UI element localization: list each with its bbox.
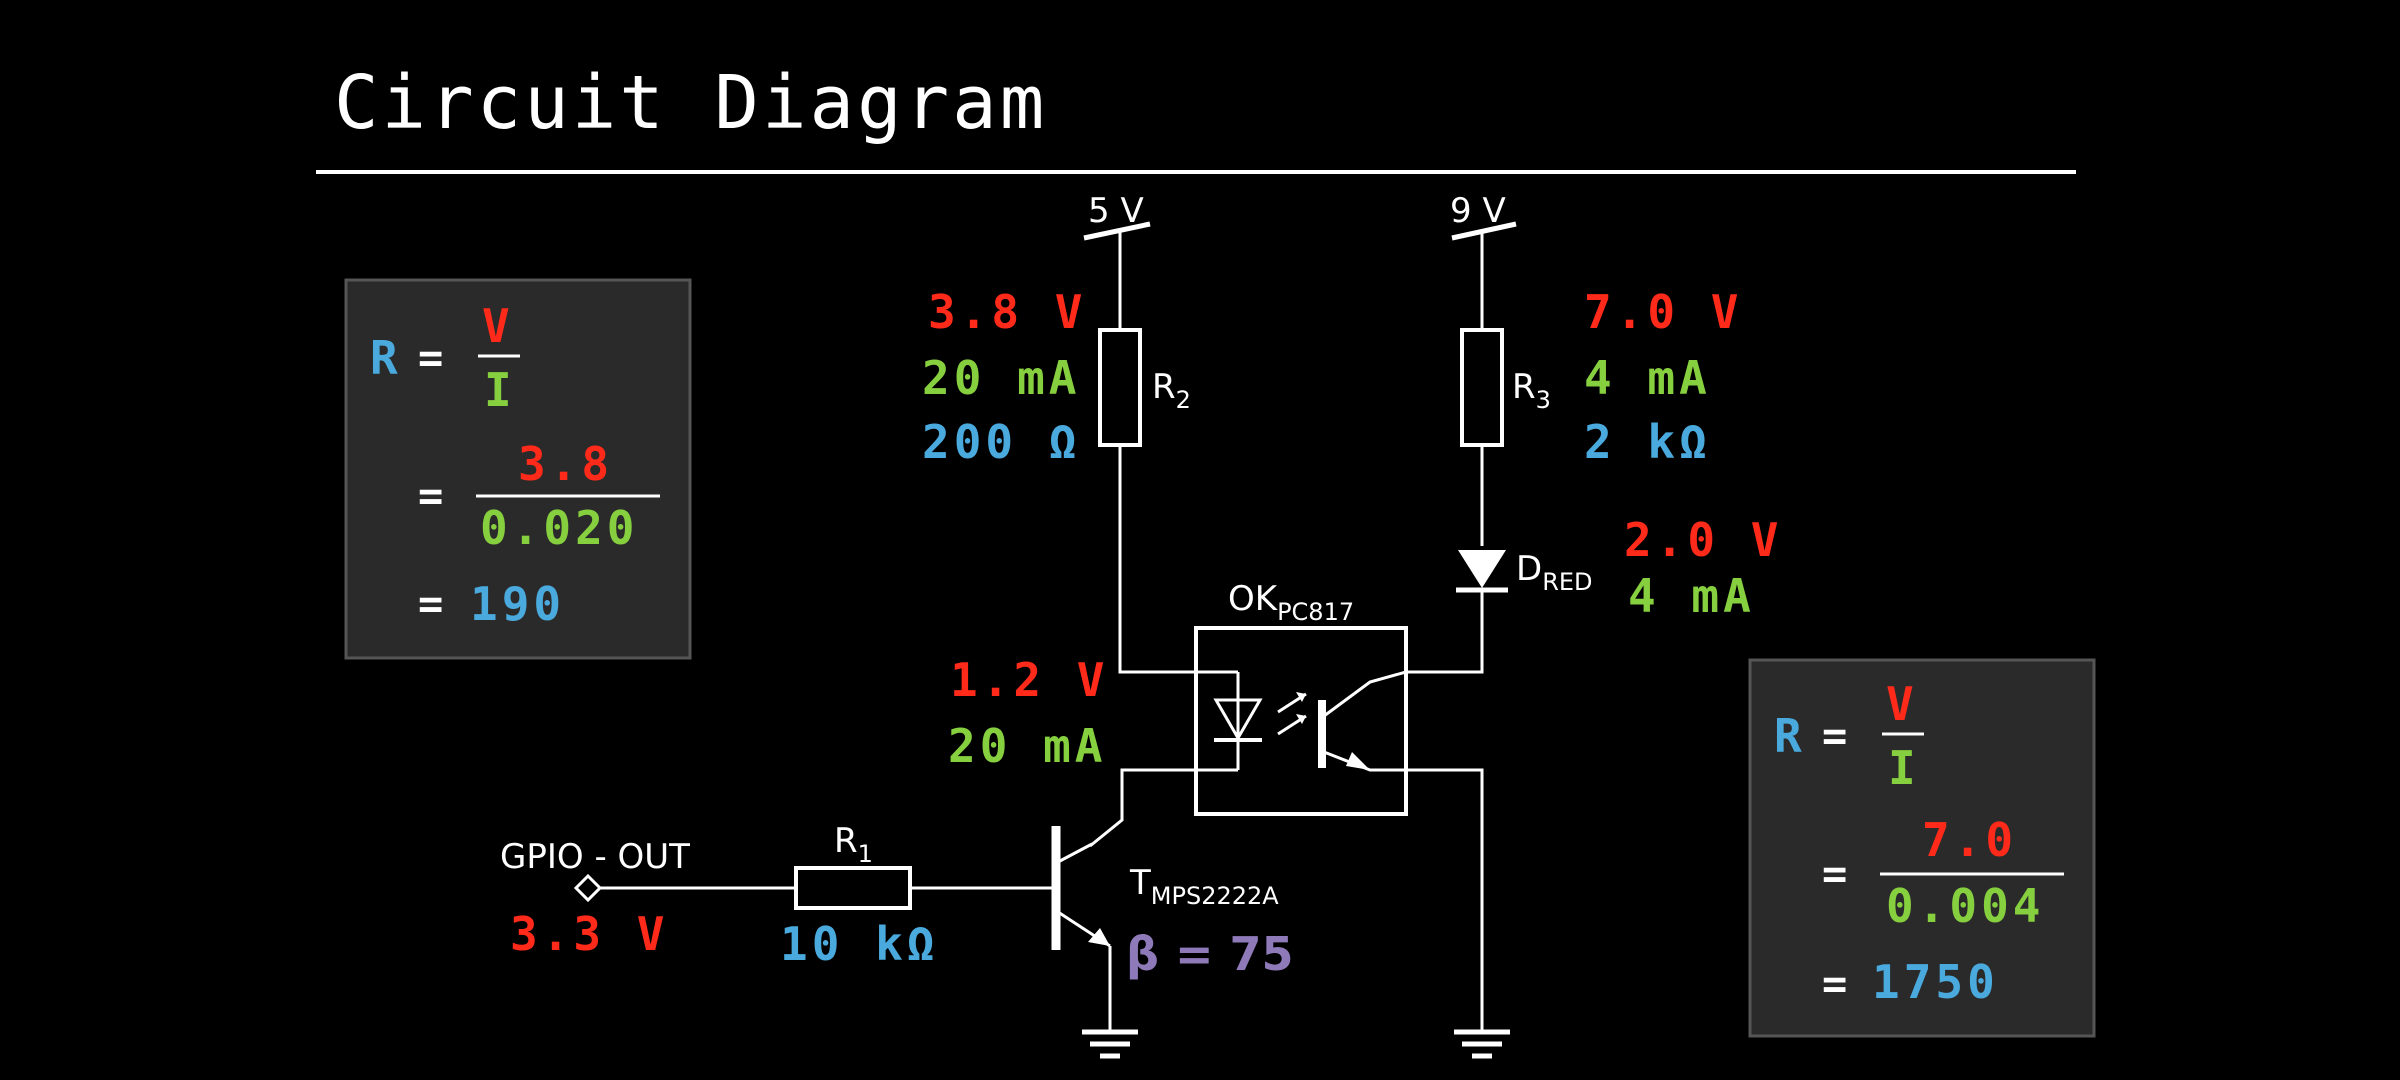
led-diode-icon: [1458, 550, 1506, 588]
calc-right-eq2: =: [1822, 849, 1851, 898]
resistor-r1: R1 10 kΩ: [780, 821, 938, 971]
gpio-label: GPIO - OUT: [500, 837, 690, 877]
ground-icon-left: [1082, 1029, 1138, 1059]
opto-led-icon: [1213, 698, 1263, 741]
supply-9v: 9 V: [1450, 191, 1517, 241]
calc-left-result: 190: [470, 577, 565, 631]
calc-right-r: R: [1774, 709, 1806, 763]
title-underline: [316, 170, 2076, 174]
r1-name: R: [834, 821, 858, 861]
gpio-voltage: 3.3 V: [510, 907, 668, 961]
r2-name: R: [1152, 367, 1176, 407]
r3-resistance: 2 kΩ: [1584, 415, 1711, 469]
light-arrows-icon: [1277, 692, 1307, 736]
page-title: Circuit Diagram: [334, 60, 1048, 146]
calc-left-v: V: [482, 299, 514, 353]
r2-current: 20 mA: [922, 351, 1080, 405]
calc-left-numerator: 3.8: [518, 437, 613, 491]
r1-sub: 1: [858, 840, 873, 868]
gpio-pin-icon: [573, 873, 603, 903]
led-current: 4 mA: [1628, 569, 1755, 623]
transistor-name: T: [1129, 863, 1151, 903]
transistor-sub: MPS2222A: [1151, 882, 1279, 910]
svg-text:DRED: DRED: [1516, 549, 1593, 596]
calc-right-eq1: =: [1822, 711, 1851, 760]
led-name: D: [1516, 549, 1542, 589]
transistor-mps2222a: TMPS2222A β = 75: [1051, 826, 1294, 981]
svg-text:OKPC817: OKPC817: [1228, 579, 1354, 626]
calc-right-numerator: 7.0: [1922, 813, 2017, 867]
r3-voltage: 7.0 V: [1584, 285, 1742, 339]
opto-name: OK: [1228, 579, 1279, 619]
calc-right-i: I: [1888, 741, 1920, 795]
r3-current: 4 mA: [1584, 351, 1711, 405]
emitter-arrow-icon: [1088, 928, 1110, 946]
r2-voltage: 3.8 V: [928, 285, 1086, 339]
resistor-r2: R2 3.8 V 20 mA 200 Ω: [922, 285, 1191, 469]
calc-panel-right: R = V I = 7.0 0.004 = 1750: [1748, 658, 2096, 1038]
gpio-out: GPIO - OUT 3.3 V: [500, 837, 690, 961]
ground-icon-right: [1454, 1029, 1510, 1059]
wires: [600, 232, 1484, 1030]
led-red: DRED 2.0 V 4 mA: [1456, 513, 1782, 623]
calc-right-denominator: 0.004: [1886, 879, 2044, 933]
calc-left-eq1: =: [418, 333, 447, 382]
resistor-r3: R3 7.0 V 4 mA 2 kΩ: [1460, 285, 1742, 469]
optocoupler-pc817: OKPC817 1.2 V 20 mA: [948, 579, 1408, 816]
supply-5v: 5 V: [1083, 191, 1151, 241]
opto-current: 20 mA: [948, 719, 1106, 773]
r3-name: R: [1512, 367, 1536, 407]
svg-text:R1: R1: [834, 821, 873, 868]
calc-right-v: V: [1886, 677, 1918, 731]
led-voltage: 2.0 V: [1624, 513, 1782, 567]
transistor-beta: β = 75: [1126, 927, 1294, 981]
calc-left-denominator: 0.020: [480, 501, 638, 555]
calc-right-eq3: =: [1822, 959, 1851, 1008]
calc-left-eq2: =: [418, 471, 447, 520]
supply-5v-label: 5 V: [1088, 191, 1144, 231]
supply-9v-label: 9 V: [1450, 191, 1506, 231]
r2-resistance: 200 Ω: [922, 415, 1080, 469]
calc-right-result: 1750: [1872, 955, 1999, 1009]
opto-voltage: 1.2 V: [950, 653, 1108, 707]
calc-left-i: I: [484, 363, 516, 417]
calc-left-eq3: =: [418, 579, 447, 628]
led-sub: RED: [1542, 568, 1592, 596]
svg-text:TMPS2222A: TMPS2222A: [1129, 863, 1279, 910]
calc-left-r: R: [370, 331, 402, 385]
svg-text:R2: R2: [1152, 367, 1191, 414]
opto-sub: PC817: [1277, 598, 1354, 626]
r3-sub: 3: [1536, 386, 1551, 414]
svg-text:R3: R3: [1512, 367, 1551, 414]
calc-panel-left: R = V I = 3.8 0.020 = 190: [344, 278, 692, 660]
r1-resistance: 10 kΩ: [780, 917, 938, 971]
r2-sub: 2: [1176, 386, 1191, 414]
